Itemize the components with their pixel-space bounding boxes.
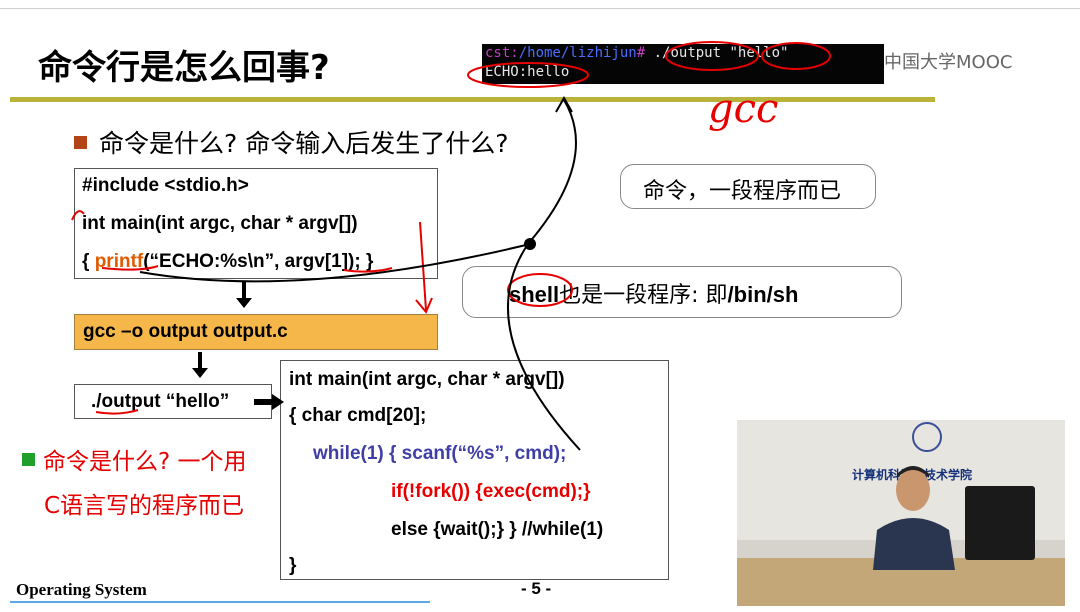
terminal-line-2: ECHO:hello	[485, 64, 570, 80]
arrowhead-to-gcc	[236, 298, 252, 308]
code-line-include: #include <stdio.h>	[82, 175, 249, 196]
lecturer-video-feed: 计算机科学与技术学院	[737, 420, 1065, 606]
code-line-main: int main(int argc, char * argv[])	[82, 213, 358, 234]
callout-shell-middle: 也是一段程序: 即	[559, 283, 728, 308]
shell-code-line-3: while(1) { scanf(“%s”, cmd);	[313, 443, 567, 464]
footer-course-name: Operating System	[16, 580, 147, 599]
terminal-command: ./output "hello"	[645, 45, 789, 61]
square-bullet-icon	[22, 453, 35, 466]
page-number: - 5 -	[521, 579, 552, 598]
bullet-question-2-line2: C语言写的程序而已	[44, 493, 245, 519]
compile-command-box: gcc –o output output.c	[74, 314, 438, 350]
run-command-box: ./output “hello”	[74, 384, 272, 419]
code-line-printf-brace: {	[82, 251, 95, 272]
university-logo-icon	[912, 422, 942, 452]
shell-code-line-4: if(!fork()) {exec(cmd);}	[391, 481, 591, 502]
footer-underline	[10, 601, 430, 603]
square-bullet-icon	[74, 136, 87, 149]
shell-code-line-6: }	[289, 555, 297, 576]
bullet-question-1: 命令是什么? 命令输入后发生了什么?	[74, 124, 509, 160]
callout-command-is-program: 命令，一段程序而已	[620, 164, 876, 209]
shell-code-line-1: int main(int argc, char * argv[])	[289, 369, 565, 390]
terminal-line-1: cst:/home/lizhijun# ./output "hello"	[485, 44, 884, 63]
terminal-prompt-hash: #	[636, 45, 646, 61]
handwritten-gcc-label: gcc	[708, 86, 778, 132]
echo-program-code-box: #include <stdio.h> int main(int argc, ch…	[74, 168, 438, 279]
shell-code-line-5: else {wait();} } //while(1)	[391, 519, 604, 540]
code-line-printf: { printf(“ECHO:%s\n”, argv[1]); }	[82, 251, 373, 273]
lecturer-figure-icon	[873, 466, 955, 570]
callout-shell-path: /bin/sh	[727, 282, 799, 307]
terminal-prompt-path: /home/lizhijun	[518, 45, 637, 61]
shell-program-code-box: int main(int argc, char * argv[]) { char…	[280, 360, 669, 580]
terminal-screenshot: cst:/home/lizhijun# ./output "hello" ECH…	[482, 44, 884, 84]
title-underline-rule	[10, 97, 935, 102]
video-monitor	[965, 486, 1035, 560]
code-printf-keyword: printf	[94, 251, 144, 272]
bullet-question-1-text: 命令是什么? 命令输入后发生了什么?	[99, 129, 509, 158]
bullet-question-2-line1: 命令是什么? 一个用	[43, 449, 247, 475]
arrowhead-down-red	[415, 297, 433, 314]
shell-code-line-2: { char cmd[20];	[289, 405, 427, 426]
bullet-question-2: 命令是什么? 一个用	[22, 442, 247, 476]
junction-dot	[524, 238, 536, 250]
callout-shell-is-program: shell也是一段程序: 即/bin/sh	[462, 266, 902, 318]
slide-title: 命令行是怎么回事?	[38, 48, 330, 88]
arrowhead-to-run	[192, 368, 208, 378]
terminal-prompt-user: cst:	[485, 45, 519, 61]
code-line-printf-args: (“ECHO:%s\n”, argv[1]); }	[143, 251, 374, 272]
callout-shell-word: shell	[509, 282, 560, 307]
top-border-line	[0, 8, 1080, 9]
mooc-watermark: 中国大学MOOC	[884, 52, 1013, 73]
